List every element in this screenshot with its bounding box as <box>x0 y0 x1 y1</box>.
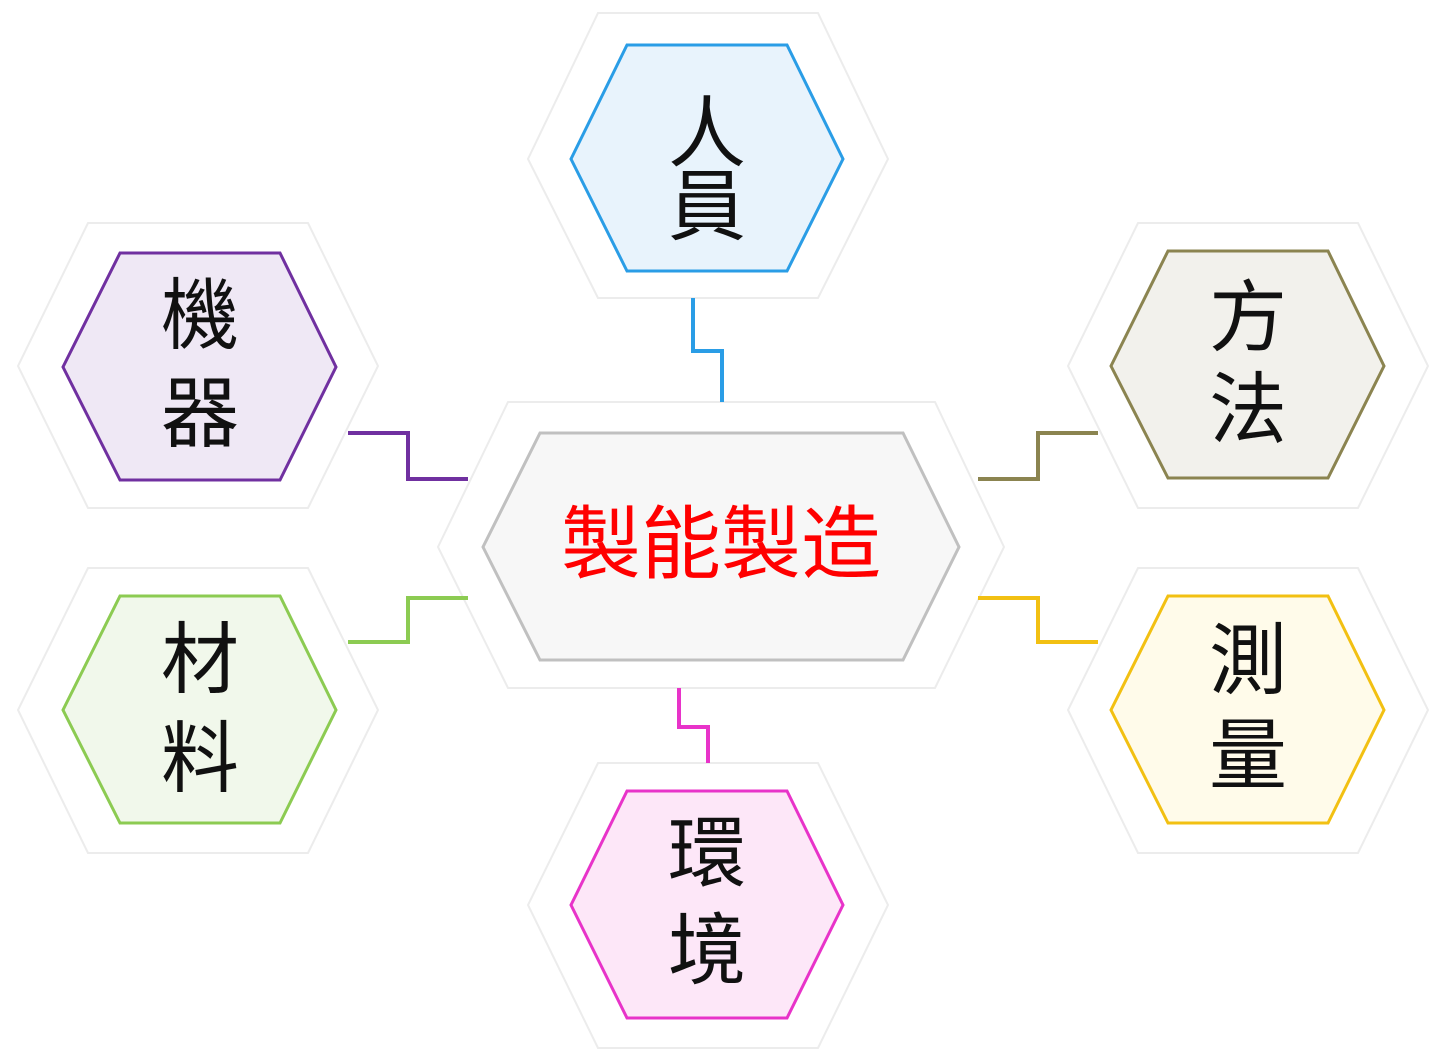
label-environment-top: 環 <box>668 810 746 900</box>
connector-machine <box>348 431 468 481</box>
connector-material <box>348 596 468 644</box>
label-measurement-bottom: 量 <box>1209 712 1287 802</box>
label-machine-bottom: 器 <box>161 370 239 460</box>
connector-method <box>978 431 1098 481</box>
hex-center <box>481 431 961 662</box>
hex-method <box>1109 249 1386 480</box>
connector-people <box>691 298 724 402</box>
hex-layer <box>61 43 1386 1020</box>
hex-material <box>61 594 338 825</box>
connector-environment <box>677 688 710 763</box>
connector-layer <box>348 298 1098 763</box>
label-environment-bottom: 境 <box>668 907 746 997</box>
label-layer: 人 員 機 器 方 法 製能製造 材 料 測 量 環 境 <box>161 90 1287 997</box>
label-method-top: 方 <box>1209 274 1287 364</box>
label-people-top: 人 <box>668 90 746 180</box>
label-measurement-top: 測 <box>1209 617 1287 707</box>
label-people-bottom: 員 <box>668 163 746 253</box>
hex-people <box>569 43 845 273</box>
label-method-bottom: 法 <box>1209 366 1287 456</box>
label-material-bottom: 料 <box>161 715 239 805</box>
connector-measurement <box>978 596 1098 644</box>
hex-environment <box>569 789 845 1020</box>
hex-measurement <box>1109 594 1386 825</box>
center-label: 製能製造 <box>561 498 881 591</box>
label-machine-top: 機 <box>161 272 239 362</box>
label-material-top: 材 <box>161 616 239 706</box>
hex-machine <box>61 251 338 482</box>
